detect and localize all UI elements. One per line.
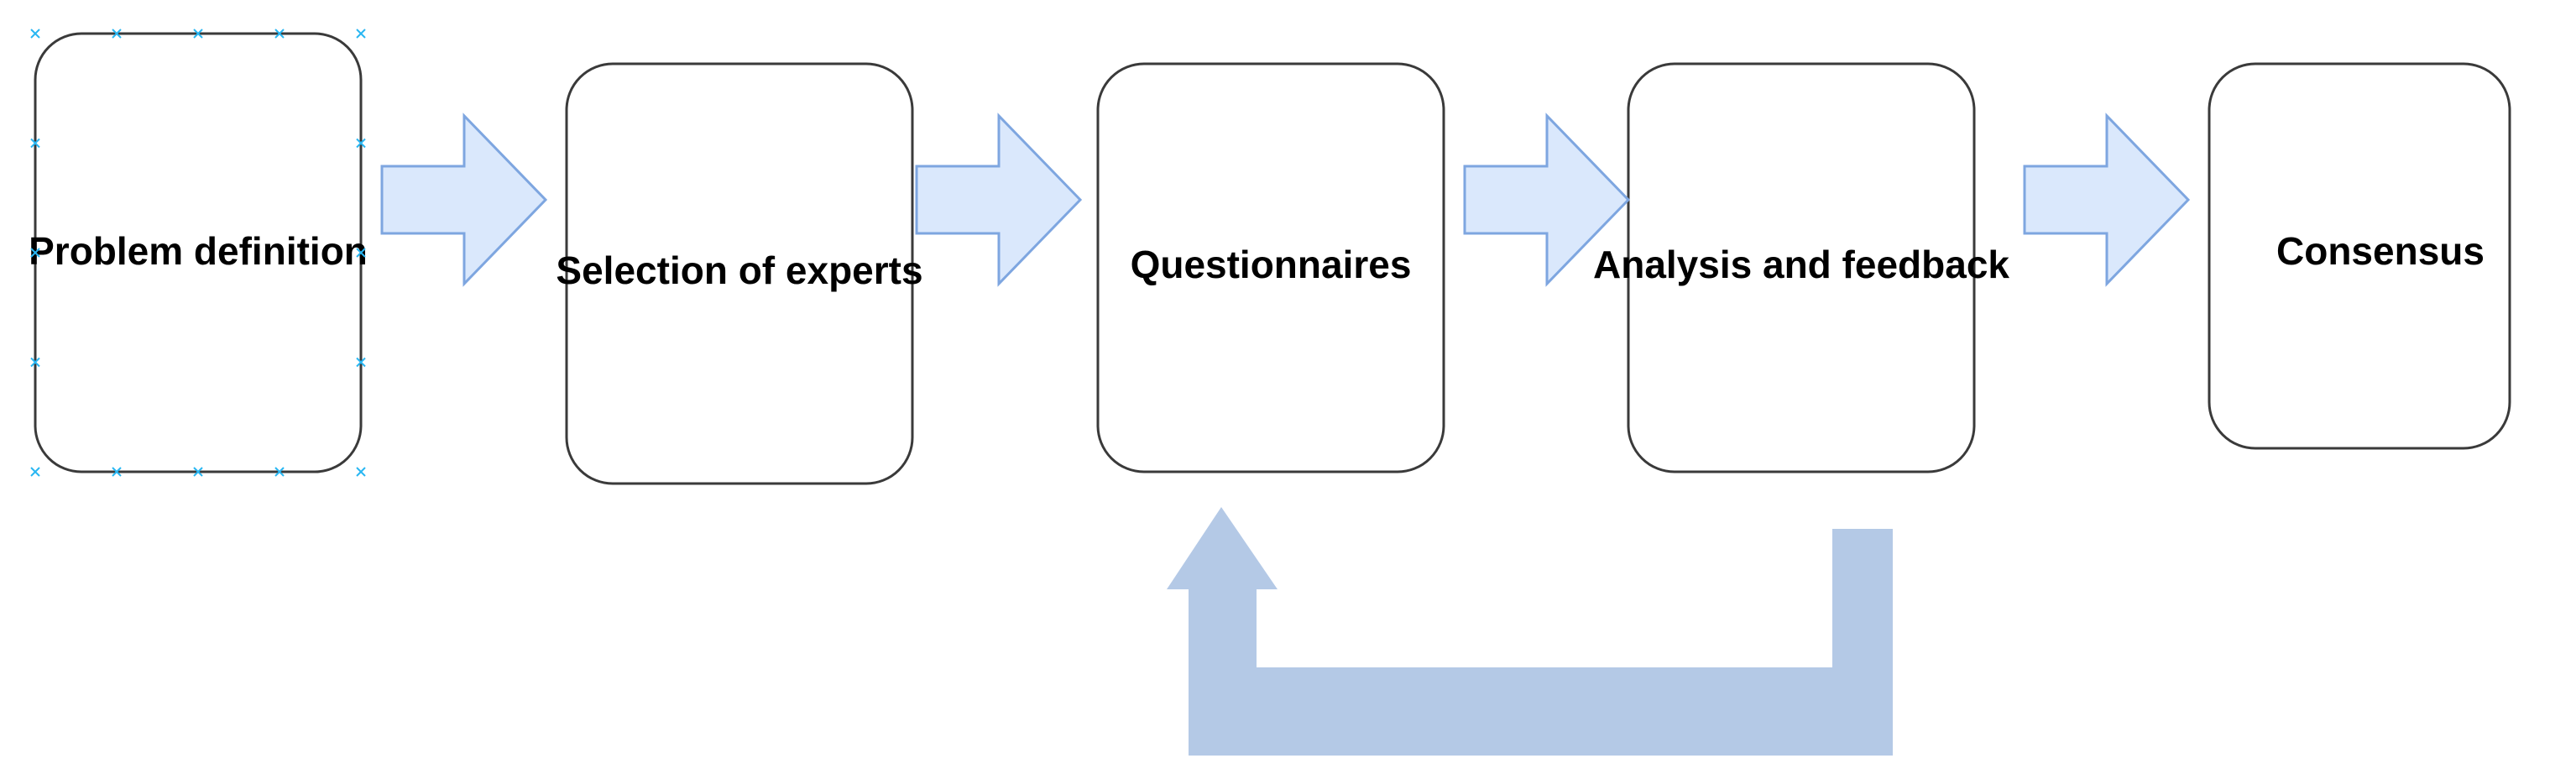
selection-handle-icon[interactable] [356,248,366,258]
selection-handle-icon[interactable] [193,467,203,477]
step-selection-of-experts[interactable]: Selection of experts [556,62,923,485]
selection-handle-icon[interactable] [30,138,40,149]
step-box[interactable] [1096,62,1445,473]
selection-handle-icon[interactable] [30,357,40,368]
selection-handle-icon[interactable] [30,467,40,477]
selection-handle-icon[interactable] [356,467,366,477]
selection-handle-icon[interactable] [112,467,122,477]
step-analysis-and-feedback[interactable]: Analysis and feedback [1593,62,2009,473]
selection-handle-icon[interactable] [112,29,122,39]
selection-handle-icon[interactable] [356,138,366,149]
selection-handle-icon[interactable] [193,29,203,39]
step-label: Selection of experts [556,248,922,292]
selection-handle-icon[interactable] [30,29,40,39]
selection-handle-icon[interactable] [30,248,40,258]
selection-handle-icon[interactable] [274,467,285,477]
step-consensus[interactable]: Consensus [2208,62,2511,450]
flow-arrow-4[interactable] [2023,112,2191,287]
step-box[interactable] [565,62,914,485]
selection-handles [30,29,366,477]
flow-arrow-3[interactable] [1463,112,1631,287]
step-label: Problem definition [29,229,368,273]
step-box[interactable] [1627,62,1976,473]
step-label: Questionnaires [1131,243,1412,286]
step-label: Consensus [2276,229,2485,273]
flow-arrow-1[interactable] [380,112,548,287]
feedback-loop-arrow[interactable] [1167,507,1893,756]
selection-handle-icon[interactable] [356,29,366,39]
selection-handle-icon[interactable] [356,357,366,368]
selection-handle-icon[interactable] [274,29,285,39]
step-problem-definition[interactable]: Problem definition [29,32,368,473]
step-questionnaires[interactable]: Questionnaires [1096,62,1445,473]
flow-arrow-2[interactable] [915,112,1083,287]
step-label: Analysis and feedback [1593,243,2009,286]
step-box[interactable] [2208,62,2511,450]
